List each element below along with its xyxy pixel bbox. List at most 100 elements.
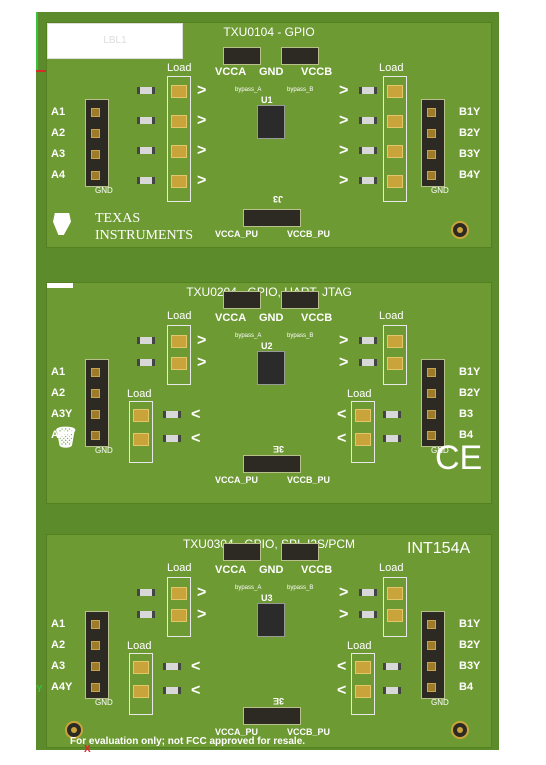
- right-label: B4: [459, 429, 474, 441]
- pin: [427, 150, 436, 159]
- left-label: A2: [51, 639, 66, 651]
- vcca-label: VCCA: [215, 312, 247, 324]
- pin: [427, 620, 436, 629]
- label-box: LBL1: [47, 23, 183, 59]
- pin: [91, 108, 100, 117]
- load-box-right: [383, 76, 407, 202]
- chevron-right: >: [339, 584, 349, 601]
- footer-text: For evaluation only; not FCC approved fo…: [70, 736, 306, 747]
- right-label: B3: [459, 408, 474, 420]
- left-label: A2: [51, 387, 66, 399]
- axis-y-label: Y: [36, 684, 43, 695]
- chevron-right: >: [339, 172, 349, 189]
- right-gnd-label: GND: [431, 446, 449, 455]
- vcca-label: VCCA: [215, 564, 247, 576]
- load-pad: [355, 685, 371, 698]
- chip-label: U3: [261, 593, 273, 603]
- chevron-right: >: [197, 354, 207, 371]
- chevron-right: >: [197, 142, 207, 159]
- load-box-right: [383, 325, 407, 385]
- ic-chip: [257, 351, 285, 385]
- pin: [427, 662, 436, 671]
- chevron-right: >: [339, 606, 349, 623]
- resistor: [137, 337, 155, 344]
- vccb-label: VCCB: [301, 312, 333, 324]
- load-pad: [171, 175, 187, 188]
- connector-ref: 3E: [273, 444, 285, 454]
- pin: [91, 389, 100, 398]
- right-label: B2Y: [459, 639, 481, 651]
- load-box-left: [167, 76, 191, 202]
- resistor: [359, 589, 377, 596]
- load-box-left: [167, 325, 191, 385]
- load-label-left: Load: [167, 62, 192, 74]
- vccb-label: VCCB: [301, 564, 333, 576]
- load-box-left-2: [129, 401, 153, 463]
- pin: [91, 620, 100, 629]
- load-label-right: Load: [379, 62, 404, 74]
- left-label: A1: [51, 106, 66, 118]
- load-pad: [171, 145, 187, 158]
- load-box-left: [167, 577, 191, 637]
- mount-hole: [451, 721, 469, 739]
- chevron-right: >: [197, 584, 207, 601]
- axis-x-label: X: [84, 744, 91, 755]
- chevron-right: >: [339, 82, 349, 99]
- pin: [427, 431, 436, 440]
- vcca-pu-label: VCCA_PU: [215, 229, 259, 239]
- pullup-header: [243, 209, 301, 227]
- resistor: [359, 177, 377, 184]
- pin: [427, 129, 436, 138]
- chevron-left: <: [191, 406, 201, 423]
- vcca-header: [223, 47, 261, 65]
- load-pad: [133, 409, 149, 422]
- pullup-header: [243, 707, 301, 725]
- weee-bar: [47, 283, 73, 288]
- pin: [91, 431, 100, 440]
- panel-title: TXU0204 - GPIO, UART, JTAG: [186, 285, 352, 299]
- mount-hole: [65, 721, 83, 739]
- board-id: INT154A: [407, 540, 471, 557]
- chevron-right: >: [339, 142, 349, 159]
- ic-chip: [257, 603, 285, 637]
- load-pad: [171, 115, 187, 128]
- vcca-pu-label: VCCA_PU: [215, 727, 259, 737]
- right-label: B4: [459, 681, 474, 693]
- chip-label: U2: [261, 341, 273, 351]
- chip-label: U1: [261, 95, 273, 105]
- pin: [427, 641, 436, 650]
- load-pad: [171, 357, 187, 370]
- left-label: A4Y: [51, 429, 73, 441]
- vccb-pu-label: VCCB_PU: [287, 727, 331, 737]
- brand-line2: INSTRUMENTS: [95, 228, 194, 243]
- load-box-right-2: [351, 401, 375, 463]
- left-label: A3Y: [51, 408, 73, 420]
- load-label-right-2: Load: [347, 640, 372, 652]
- left-label: A4: [51, 169, 66, 181]
- resistor: [359, 147, 377, 154]
- ce-mark: CE: [435, 439, 483, 477]
- pin: [427, 171, 436, 180]
- left-label: A1: [51, 618, 66, 630]
- pin: [91, 171, 100, 180]
- vcca-header: [223, 543, 261, 561]
- right-label: B2Y: [459, 387, 481, 399]
- resistor: [137, 87, 155, 94]
- ic-chip: [257, 105, 285, 139]
- left-label: A3: [51, 148, 66, 160]
- vccb-header: [281, 47, 319, 65]
- chevron-left: <: [337, 406, 347, 423]
- chevron-right: >: [339, 332, 349, 349]
- connector-ref: J3: [273, 194, 284, 204]
- connector-ref: 3E: [273, 696, 285, 706]
- load-pad: [387, 335, 403, 348]
- vccb-header: [281, 291, 319, 309]
- left-gnd-label: GND: [95, 698, 113, 707]
- load-pad: [171, 587, 187, 600]
- resistor: [137, 117, 155, 124]
- load-label-right: Load: [379, 562, 404, 574]
- chevron-right: >: [339, 112, 349, 129]
- left-label: A1: [51, 366, 66, 378]
- bypass-a-label: bypass_A: [235, 585, 262, 591]
